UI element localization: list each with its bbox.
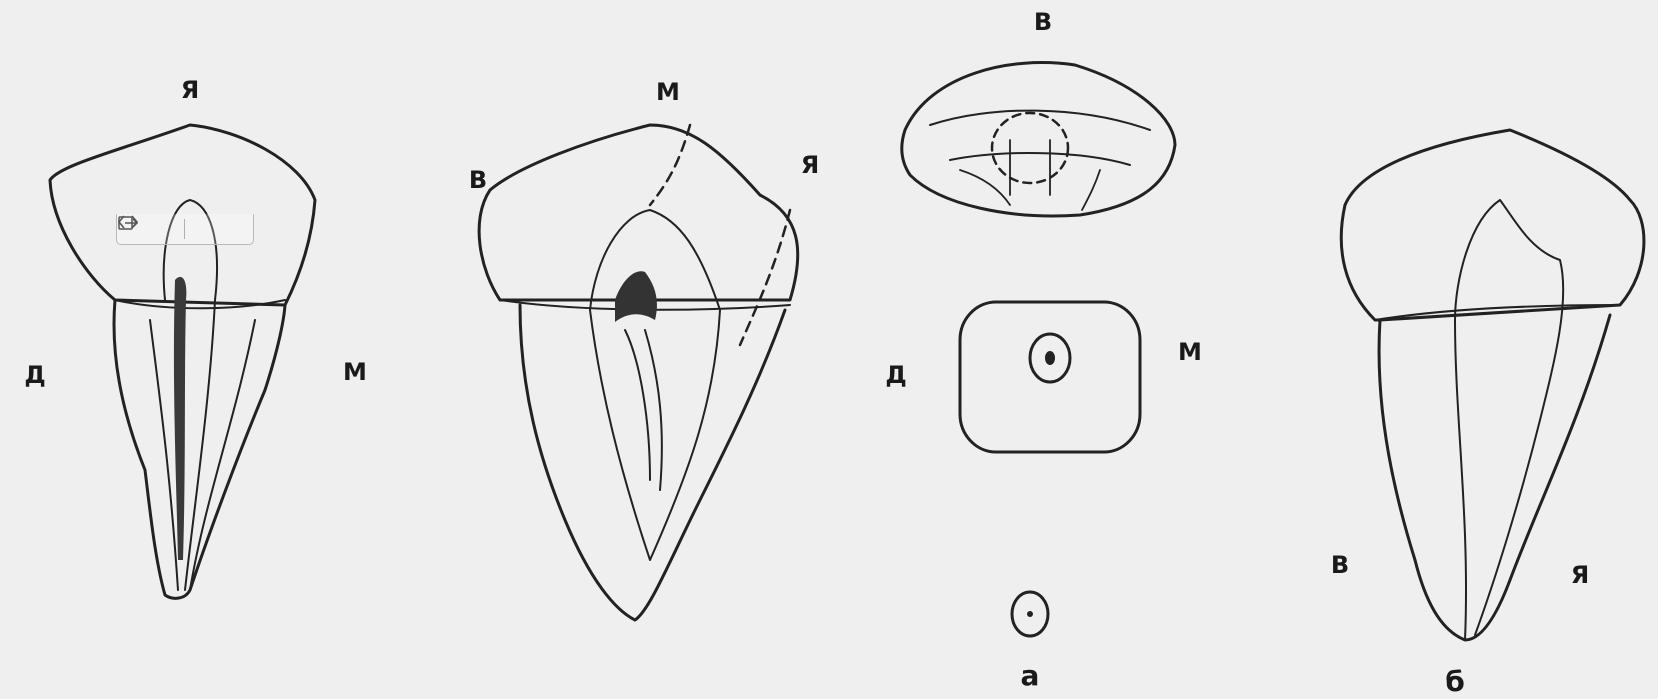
tooth-3-proximal-contour <box>1455 200 1563 640</box>
tooth-1-pulp-canal <box>174 277 186 560</box>
tooth-1-root <box>114 300 285 598</box>
image-overlay-toolbar <box>116 214 254 245</box>
toolbar-divider <box>184 219 185 239</box>
occlusal-view-outline <box>902 63 1175 216</box>
tooth-3-left-label: В <box>1331 553 1349 577</box>
tooth-2-pulp-chamber-outline <box>590 210 720 560</box>
tooth-2-top-label: М <box>656 80 680 104</box>
occlusal-view-inner-contour <box>930 111 1150 165</box>
apical-section-canal <box>1027 611 1033 617</box>
tooth-1-left-label: Д <box>24 363 45 387</box>
tooth-2-dashed-line-2 <box>740 210 790 345</box>
cervical-section-outer <box>960 302 1140 452</box>
tooth-3-right-label: Я <box>1571 563 1589 587</box>
tooth-1-lingual-view <box>50 125 315 598</box>
tooth-2-root <box>520 305 785 620</box>
tooth-2-section-view <box>479 125 798 620</box>
occlusal-view-pulp-dashed <box>992 113 1068 183</box>
cross-sections <box>902 63 1175 636</box>
tooth-1-right-label: М <box>343 360 367 384</box>
tooth-3-root <box>1379 315 1610 640</box>
tooth-1-top-label: Я <box>181 78 199 102</box>
figure-a-caption: а <box>1021 662 1040 690</box>
occlusal-view-fissures <box>960 140 1100 210</box>
figure-b-caption: б <box>1445 668 1465 696</box>
tooth-2-right-label: Я <box>801 153 819 177</box>
section-top-label: В <box>1034 10 1052 34</box>
section-right-label: М <box>1178 340 1202 364</box>
export-icon[interactable] <box>213 218 239 240</box>
tooth-2-pulp-canal <box>625 330 662 490</box>
tooth-2-left-label: В <box>469 168 487 192</box>
tooth-2-pulp-horn <box>615 271 657 322</box>
tooth-3-crown <box>1341 130 1644 320</box>
cervical-section-pulp-core <box>1045 351 1055 365</box>
section-left-label: Д <box>885 363 906 387</box>
tooth-2-dashed-line-1 <box>650 125 690 205</box>
tooth-3-side-view <box>1341 130 1644 640</box>
